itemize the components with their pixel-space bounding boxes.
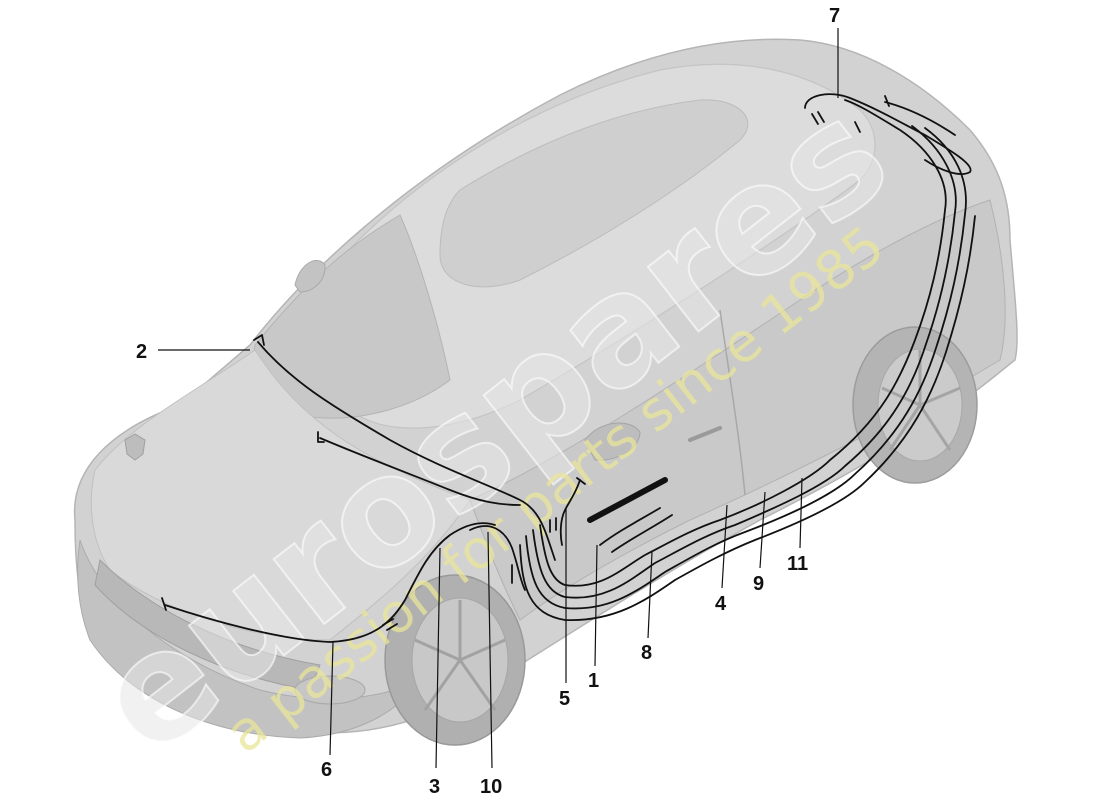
callout-8: 8 — [641, 642, 652, 664]
callout-4: 4 — [715, 593, 727, 615]
car-sunroof — [439, 99, 749, 288]
callout-9: 9 — [753, 573, 764, 595]
harness-hood-branch-end — [317, 431, 325, 443]
harness-bundle-line-4 — [519, 215, 976, 621]
callout-1: 1 — [588, 670, 599, 692]
harness-a-pillar-end — [576, 477, 586, 485]
callout-labels: 2 7 6 3 10 5 1 8 4 9 11 — [136, 5, 840, 798]
harness-bundle-line-1 — [539, 99, 947, 587]
door-handle — [688, 426, 722, 442]
harness-front-bumper — [164, 522, 496, 643]
side-mirror-right — [584, 422, 641, 461]
harness-roof-end-b — [811, 111, 825, 125]
leader-4 — [721, 504, 728, 589]
front-rim-spokes — [414, 600, 506, 711]
sill-bracket — [587, 477, 668, 523]
harness-front-bumper-end — [161, 597, 167, 611]
side-mirror-left — [294, 260, 326, 293]
callout-3: 3 — [429, 776, 440, 798]
harness-lines — [161, 93, 976, 643]
leader-11 — [799, 477, 803, 549]
callout-7: 7 — [829, 5, 840, 27]
harness-hood — [257, 341, 556, 561]
harness-bundle-line-3 — [525, 127, 967, 610]
harness-roof — [804, 93, 972, 175]
harness-wheel-arch — [469, 525, 526, 591]
callout-2: 2 — [136, 341, 147, 363]
leader-lines — [158, 28, 839, 769]
harness-hood-end — [253, 334, 265, 346]
leader-9 — [759, 491, 766, 569]
door-seam — [719, 309, 746, 496]
front-bumper — [77, 539, 422, 739]
harness-roof-end-a — [884, 95, 890, 107]
sill-stubs — [599, 507, 673, 553]
headlight — [294, 675, 366, 705]
harness-bundle-line-2 — [532, 125, 957, 599]
car-badge — [124, 433, 146, 461]
harness-hood-branch — [319, 437, 521, 506]
callout-11: 11 — [787, 553, 808, 575]
leader-1 — [594, 544, 598, 667]
harness-roof-rear — [884, 101, 956, 136]
callout-6: 6 — [321, 759, 332, 781]
leader-6 — [329, 641, 334, 756]
callout-10: 10 — [480, 776, 502, 798]
leader-10 — [487, 531, 493, 769]
harness-a-pillar — [559, 479, 581, 546]
harness-bumper-clip — [382, 618, 398, 631]
leader-3 — [435, 547, 441, 769]
leader-8 — [647, 551, 653, 639]
car-illustration — [73, 38, 1018, 746]
callout-5: 5 — [559, 688, 570, 710]
car-roof — [319, 63, 876, 429]
harness-roof-end-c — [854, 121, 861, 133]
harness-a-pillar-clip — [549, 517, 557, 533]
